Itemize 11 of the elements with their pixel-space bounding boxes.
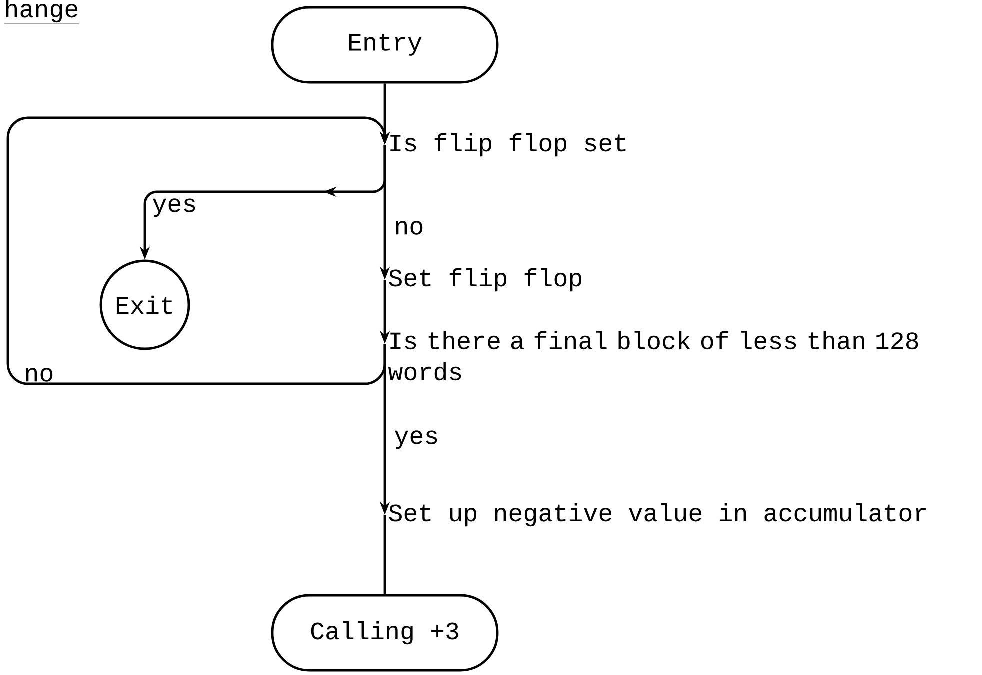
step-text: Set flip flop: [389, 268, 582, 292]
edge-label: yes: [153, 198, 196, 218]
step-text: Is there a final block of less than 128 words: [388, 331, 918, 381]
step-text: Set up negative value in accumulator: [389, 503, 926, 527]
edge-label: no: [26, 368, 53, 382]
step-text: Is flip flop set: [390, 133, 626, 157]
terminal-box: Entry: [271, 6, 499, 84]
terminal-box: Calling +3: [271, 594, 499, 672]
arrow: [6, 116, 390, 386]
edge-label: yes: [395, 430, 438, 450]
edge-label: no: [396, 221, 423, 235]
